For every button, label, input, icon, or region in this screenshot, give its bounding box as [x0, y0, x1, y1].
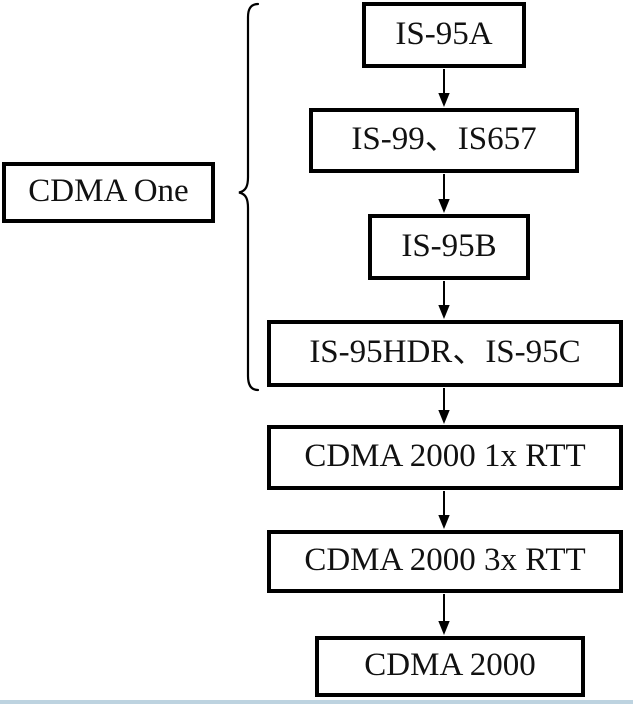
- arrow-down-icon: [438, 174, 450, 213]
- arrow-down-icon: [438, 594, 450, 635]
- arrow-down-icon: [438, 281, 450, 319]
- node-is-95a: IS-95A: [362, 2, 526, 68]
- node-cdma-one: CDMA One: [2, 162, 215, 223]
- arrow-down-icon: [438, 491, 450, 529]
- node-cdma-2000-1x-rtt: CDMA 2000 1x RTT: [267, 425, 623, 490]
- node-label: CDMA 2000: [364, 647, 536, 683]
- node-is-99-is657: IS-99、IS657: [309, 108, 579, 173]
- node-is-95hdr-is-95c: IS-95HDR、IS-95C: [267, 320, 623, 387]
- node-label: IS-99、IS657: [351, 121, 537, 157]
- curly-brace-icon: [238, 2, 260, 392]
- node-label: CDMA One: [28, 173, 189, 209]
- node-label: IS-95A: [395, 15, 493, 52]
- node-label: CDMA 2000 1x RTT: [304, 438, 586, 474]
- node-cdma-2000-3x-rtt: CDMA 2000 3x RTT: [267, 530, 623, 593]
- bottom-edge-line: [0, 700, 633, 704]
- node-label: IS-95HDR、IS-95C: [309, 334, 581, 370]
- node-label: IS-95B: [401, 227, 497, 264]
- arrow-down-icon: [438, 69, 450, 107]
- arrow-down-icon: [438, 388, 450, 424]
- node-label: CDMA 2000 3x RTT: [304, 542, 586, 578]
- node-is-95b: IS-95B: [368, 214, 530, 280]
- node-cdma-2000: CDMA 2000: [315, 636, 585, 697]
